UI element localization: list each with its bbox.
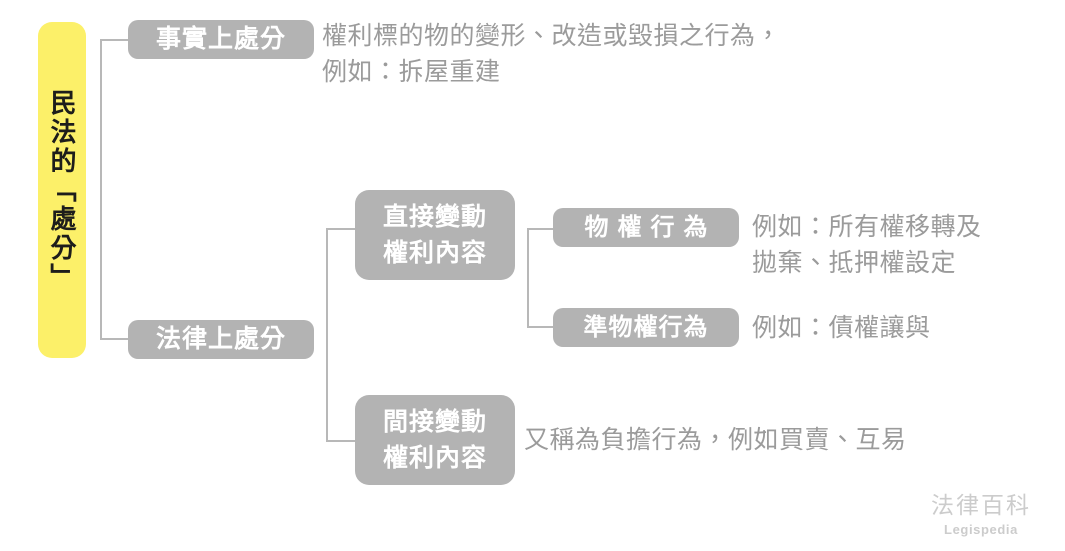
node-indirect-change-of-rights[interactable]: 間接變動 權利內容: [355, 395, 515, 485]
node-direct-change-line2: 權利內容: [382, 239, 487, 267]
node-direct-change-of-rights[interactable]: 直接變動 權利內容: [355, 190, 515, 280]
node-indirect-change-line1: 間接變動: [382, 407, 487, 436]
root-node-civil-law-disposition[interactable]: 民法的「處分」: [38, 22, 86, 358]
description-indirect-change: 又稱為負擔行為，例如買賣、互易: [524, 426, 907, 454]
watermark-english-text: Legispedia: [944, 522, 1018, 537]
node-factual-disposition-label: 事實上處分: [155, 25, 286, 54]
connector-root-to-branches: [100, 39, 130, 340]
node-legal-disposition-label: 法律上處分: [155, 325, 286, 354]
description-quasi-property-act: 例如：債權讓與: [752, 314, 931, 342]
node-property-act[interactable]: 物權行為: [553, 208, 739, 247]
root-node-label: 民法的「處分」: [47, 88, 77, 292]
watermark-logo: 法律百科 Legispedia: [931, 492, 1031, 537]
node-quasi-property-act-label: 準物權行為: [583, 313, 709, 341]
watermark-chinese-text: 法律百科: [931, 492, 1031, 519]
node-property-act-label: 物權行為: [584, 213, 717, 241]
description-factual-disposition: 權利標的物的變形、改造或毀損之行為， 例如：拆屋重建: [322, 22, 782, 87]
node-direct-change-line1: 直接變動: [382, 202, 487, 231]
node-quasi-property-act[interactable]: 準物權行為: [553, 308, 739, 347]
connector-direct-to-acts: [527, 228, 555, 328]
node-indirect-change-line2: 權利內容: [382, 444, 487, 472]
node-factual-disposition[interactable]: 事實上處分: [128, 20, 314, 59]
description-property-act: 例如：所有權移轉及 拋棄、抵押權設定: [752, 213, 982, 278]
node-legal-disposition[interactable]: 法律上處分: [128, 320, 314, 359]
connector-legal-to-variation-boxes: [326, 228, 356, 442]
